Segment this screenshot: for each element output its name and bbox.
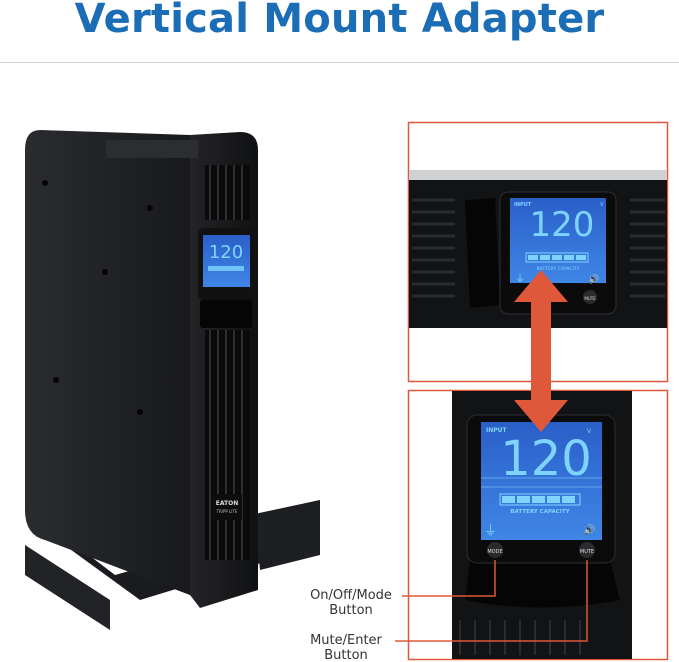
speaker-icon: 🔊 [583,523,595,536]
svg-text:TRIPP LITE: TRIPP LITE [216,509,238,514]
plug-icon: ⏚ [484,524,497,539]
mute-button [579,542,595,558]
svg-text:BATTERY CAPACITY: BATTERY CAPACITY [510,509,570,515]
mount-base-right [255,500,320,570]
svg-text:V: V [587,428,592,435]
svg-text:120: 120 [500,431,592,487]
svg-text:120: 120 [530,205,595,245]
svg-text:MODE: MODE [487,549,502,555]
svg-text:INPUT: INPUT [486,427,508,434]
vertical-view-box: INPUT 120 V BATTERY CAPACITY ⏚ 🔊 MODE MU… [407,389,669,661]
svg-text:MUTE: MUTE [580,549,594,555]
svg-text:120: 120 [209,242,243,263]
svg-text:EATON: EATON [216,500,239,507]
tower-lcd-screen [203,235,250,287]
svg-text:BATTERY CAPACITY: BATTERY CAPACITY [537,266,580,272]
callout-mute-button: Mute/Enter Button [310,633,382,662]
top-lcd-screen [510,198,606,283]
svg-text:INPUT: INPUT [514,202,532,208]
mode-button [487,542,503,558]
ups-tower: 120 EATON TRIPP LITE [25,130,320,630]
callout-lines [395,560,588,642]
top-mute-button [583,290,597,304]
divider [0,62,679,63]
double-arrow-icon [514,270,568,432]
bottom-lcd-screen [481,422,602,540]
svg-text:MUTE: MUTE [584,296,596,301]
svg-text:V: V [600,202,604,208]
callout-mode-button: On/Off/Mode Button [310,588,392,618]
page-title: Vertical Mount Adapter [74,0,605,42]
plug-icon: ⏚ [515,273,525,285]
speaker-icon: 🔊 [588,273,599,285]
brand-logo [212,494,242,520]
mount-base-left [25,545,110,630]
